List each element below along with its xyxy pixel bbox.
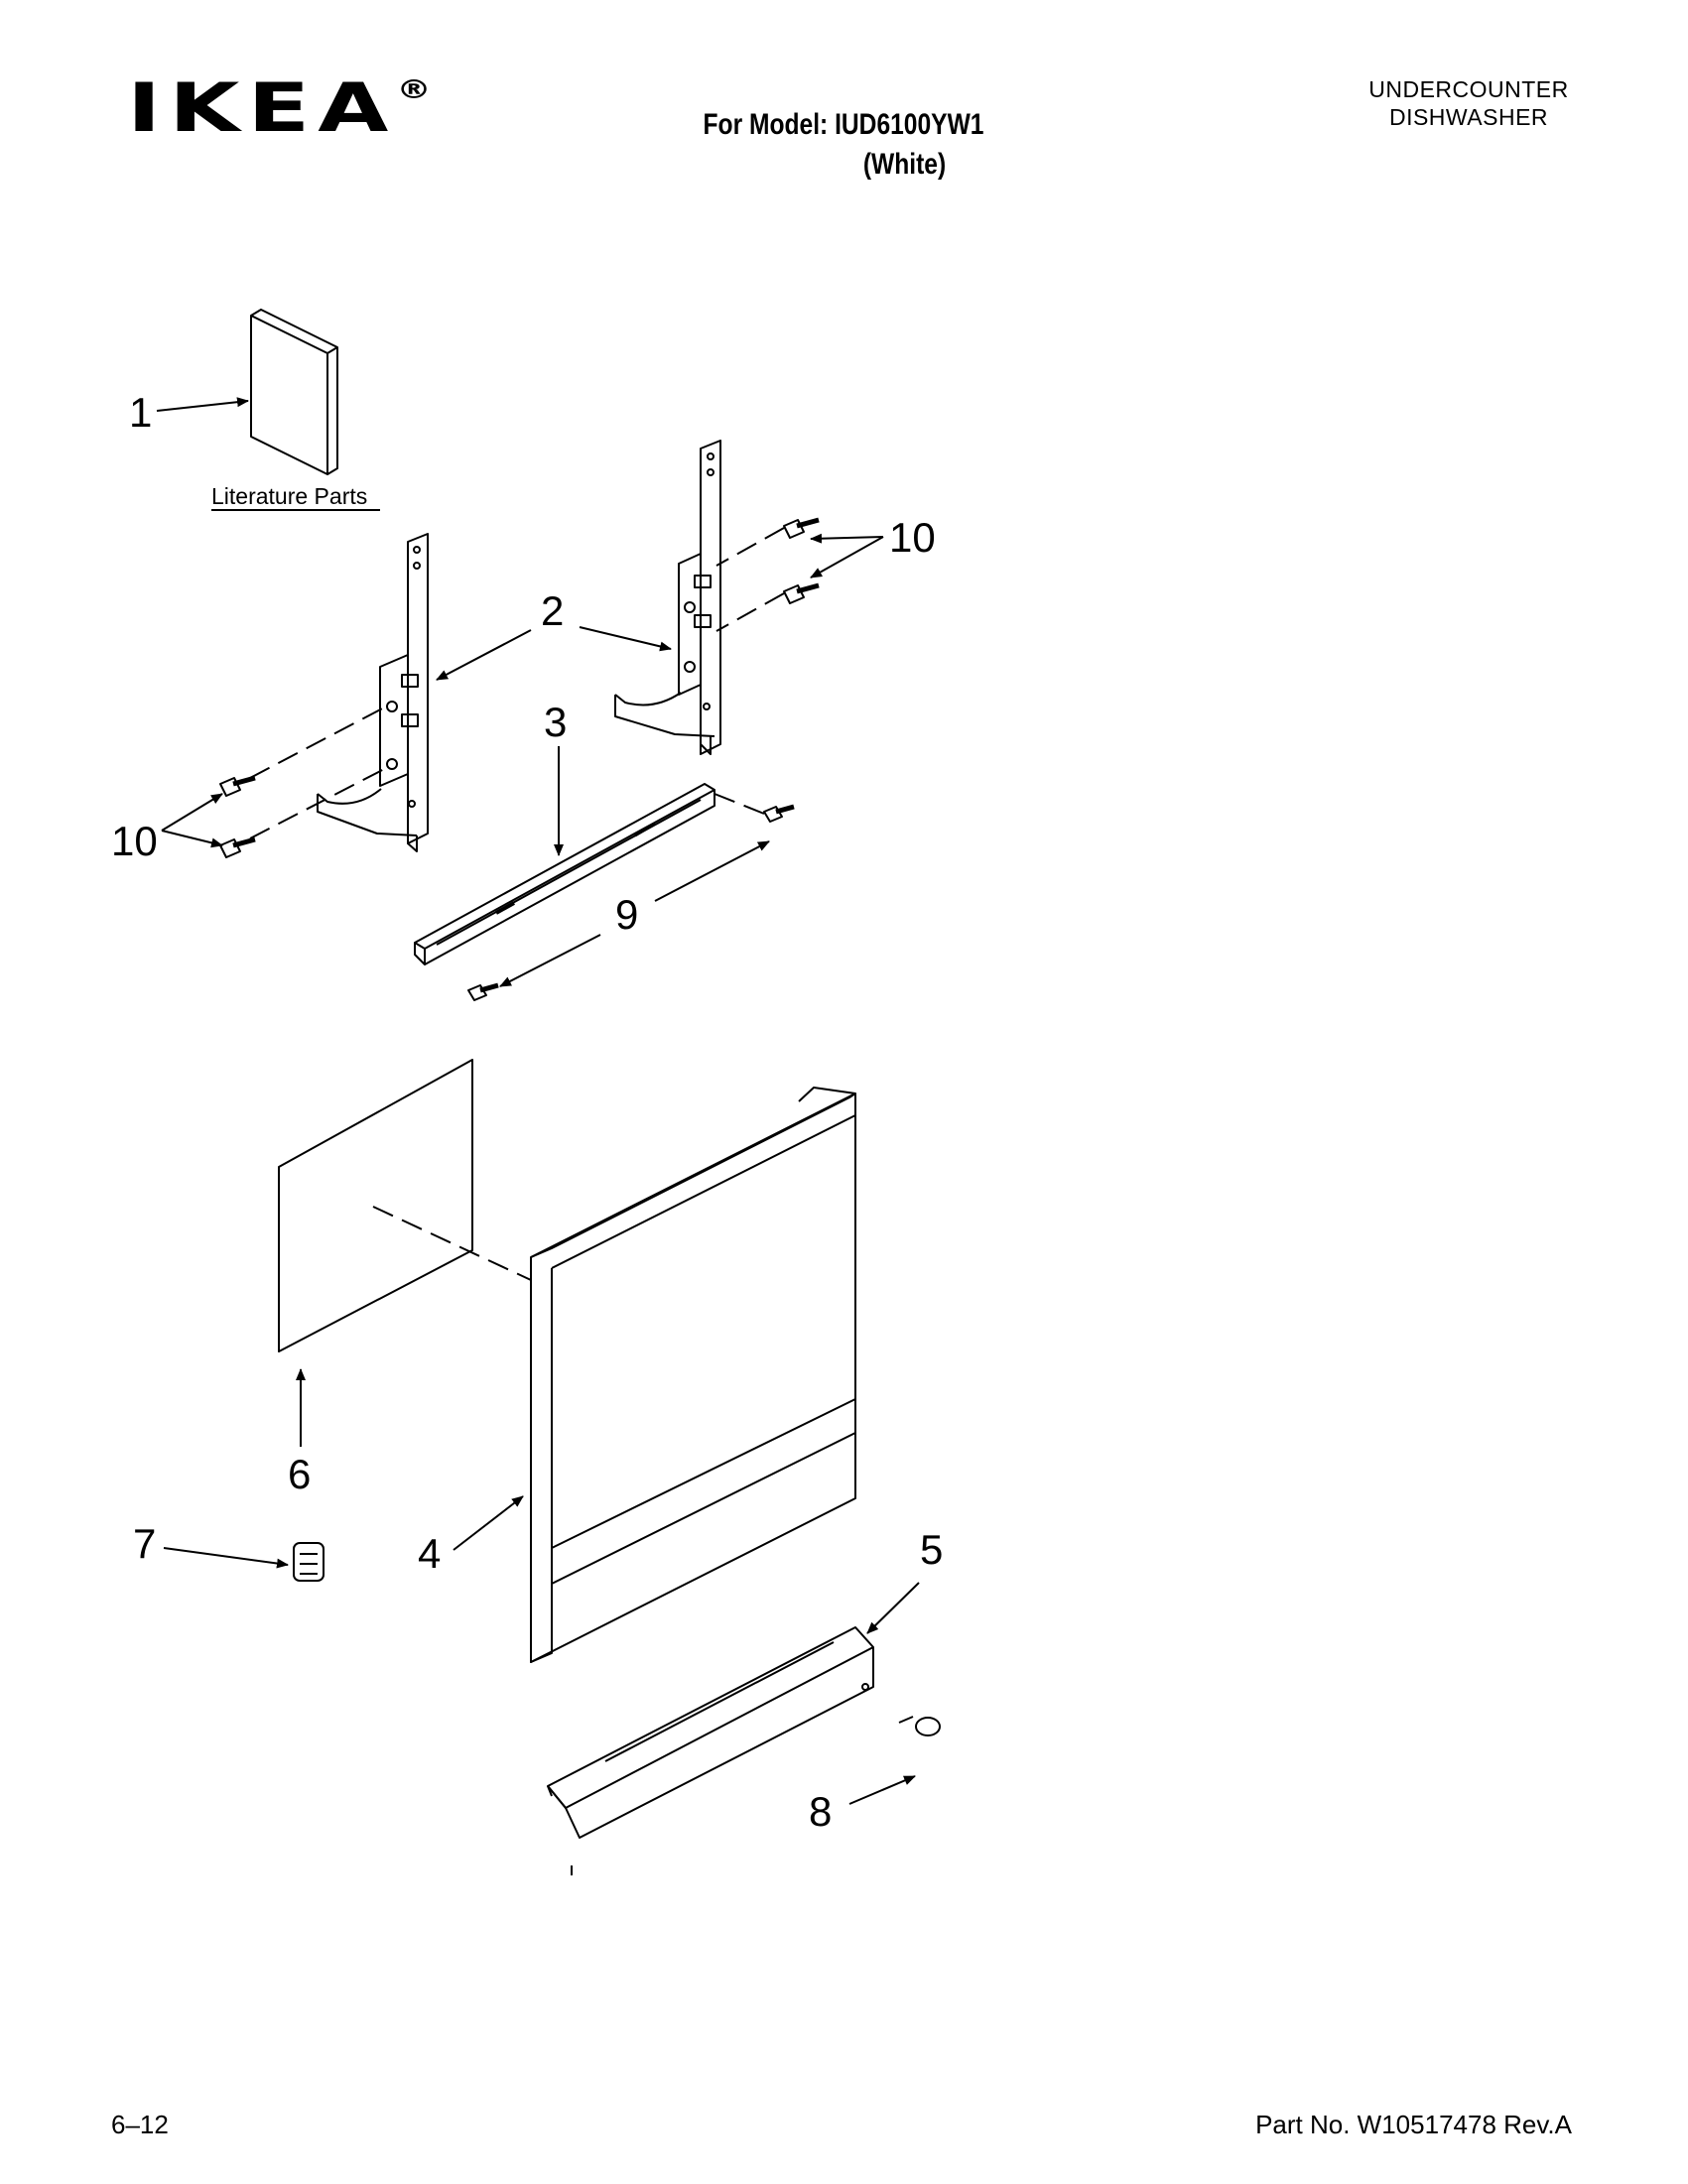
right-door-bracket [614,440,721,755]
door-panel [530,1087,856,1663]
product-line-1: UNDERCOUNTER [1368,76,1569,102]
product-type: UNDERCOUNTER DISHWASHER [1290,75,1647,131]
rail-screws [467,804,795,1001]
callout-3: 3 [544,699,567,745]
part-number: Part No. W10517478 Rev.A [1255,2110,1572,2139]
callout-10-top: 10 [889,514,936,561]
door-rail [414,783,715,965]
callout-2: 2 [541,587,564,634]
door-clip [293,1542,325,1582]
literature-booklet [250,309,338,475]
page-number: 6–12 [111,2110,169,2139]
literature-parts-label: Literature Parts [211,483,367,509]
screws-right-pair [783,517,820,604]
left-door-bracket [317,533,429,852]
leader-lines [156,397,920,1805]
model-heading: For Model: IUD6100YW1 (White) [673,105,1014,185]
model-line: For Model: IUD6100YW1 [703,108,984,141]
callout-4: 4 [418,1530,441,1577]
callout-8: 8 [809,1788,832,1835]
registered-mark: ® [396,75,432,105]
screws-left-pair [219,775,256,858]
decor-panel [278,1059,473,1352]
callout-10-left: 10 [111,818,158,864]
callout-5: 5 [920,1526,943,1573]
callout-6: 6 [288,1451,311,1497]
callout-1: 1 [129,389,152,436]
color-line: (White) [862,148,947,181]
toe-kick-screw [898,1716,941,1736]
brand-name: IKEA [127,69,397,148]
callout-9: 9 [615,891,638,938]
callout-7: 7 [133,1520,156,1567]
alignment-lines [249,527,785,1281]
toe-kick-panel [547,1626,874,1875]
brand-logo: IKEA® [127,75,432,143]
product-line-2: DISHWASHER [1388,104,1549,130]
